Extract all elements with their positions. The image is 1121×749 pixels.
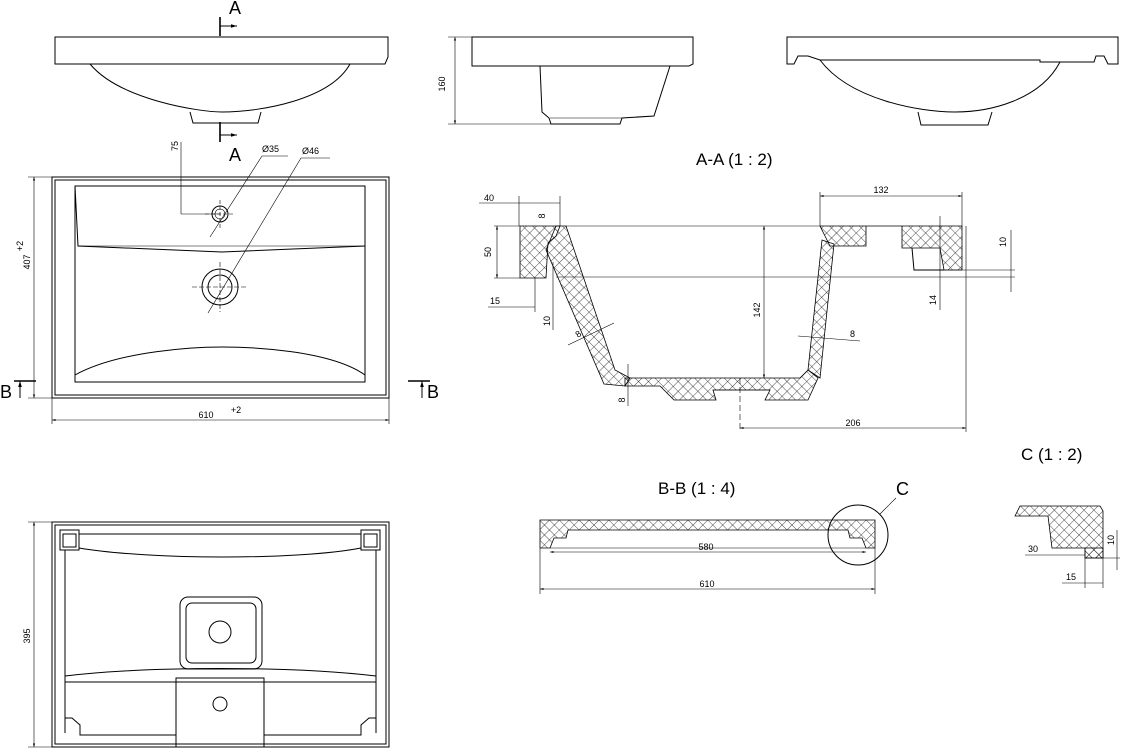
dim-bb-580: 580 xyxy=(698,542,713,552)
section-aa: A-A (1 : 2) 40 8 50 15 10 8 142 xyxy=(479,150,1015,432)
section-bb: B-B (1 : 4) 580 610 C xyxy=(539,479,909,594)
dim-aa-132: 132 xyxy=(873,185,888,195)
dim-aa-10-left: 10 xyxy=(542,316,552,326)
dim-610-tol: +2 xyxy=(231,405,241,415)
dim-aa-8-top: 8 xyxy=(537,213,547,218)
dim-dia35: Ø35 xyxy=(262,144,279,154)
dim-c-15: 15 xyxy=(1066,572,1076,582)
dim-407-tol: +2 xyxy=(15,241,25,251)
dim-75: 75 xyxy=(170,141,180,151)
section-mark-a-bottom: A xyxy=(229,145,241,165)
dim-dia46: Ø46 xyxy=(302,146,319,156)
dim-height-160: 160 xyxy=(437,76,447,91)
detail-c: C (1 : 2) 30 10 15 xyxy=(1014,445,1120,588)
dim-aa-40: 40 xyxy=(484,193,494,203)
dim-aa-50: 50 xyxy=(483,247,493,257)
dim-aa-8-wall-left: 8 xyxy=(573,329,583,340)
dim-aa-142: 142 xyxy=(752,302,762,317)
dim-bb-610: 610 xyxy=(699,579,714,589)
section-aa-title: A-A (1 : 2) xyxy=(696,150,773,169)
dim-610: 610 xyxy=(198,410,213,420)
dim-aa-14: 14 xyxy=(928,295,938,305)
front-view: A A xyxy=(54,0,389,165)
dim-aa-8-wall-right: 8 xyxy=(850,329,855,339)
section-mark-b-right: B xyxy=(427,382,439,402)
dim-aa-206: 206 xyxy=(845,418,860,428)
dim-395: 395 xyxy=(22,628,32,643)
section-mark-a-top: A xyxy=(229,0,241,18)
dim-aa-8-bottom: 8 xyxy=(617,397,627,402)
dim-aa-10-right: 10 xyxy=(998,237,1008,247)
callout-c: C xyxy=(896,479,909,499)
bottom-view: 395 xyxy=(22,521,390,748)
dim-aa-15: 15 xyxy=(490,296,500,306)
detail-c-title: C (1 : 2) xyxy=(1021,445,1082,464)
dim-407: 407 xyxy=(22,254,32,269)
dim-c-30: 30 xyxy=(1028,544,1038,554)
section-bb-title: B-B (1 : 4) xyxy=(658,479,735,498)
section-mark-b-left: B xyxy=(0,382,12,402)
dim-c-10: 10 xyxy=(1106,535,1116,545)
top-view: 75 Ø35 Ø46 407 +2 610 +2 B B xyxy=(0,141,439,424)
end-view xyxy=(786,36,1119,126)
side-view: 160 xyxy=(437,36,694,125)
